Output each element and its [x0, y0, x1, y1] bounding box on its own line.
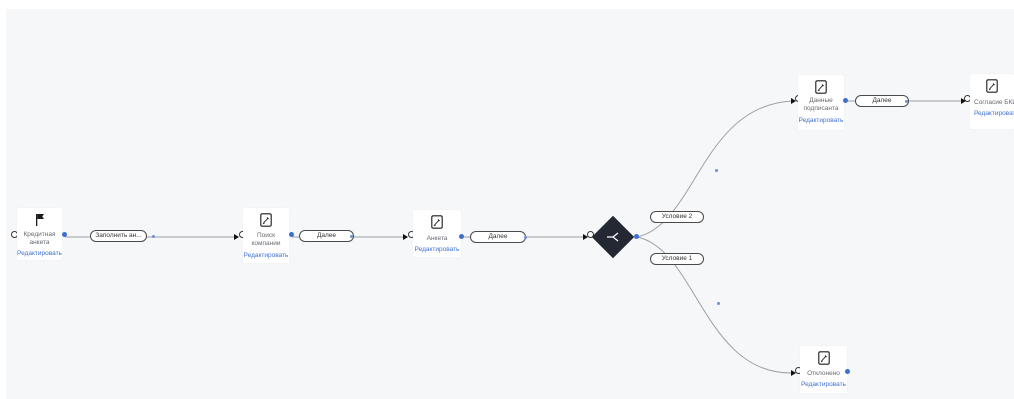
arrow-head — [583, 234, 588, 240]
node-credit-application[interactable]: Кредитная анкета Редактировать — [17, 208, 62, 260]
connector-midpoint — [152, 235, 155, 238]
signer-output-port[interactable] — [843, 98, 848, 103]
connection-lines — [65, 100, 961, 374]
gateway-output-port[interactable] — [634, 234, 639, 239]
arrow-head — [961, 98, 966, 104]
form-icon — [817, 351, 830, 365]
node-title: Анкета — [426, 235, 448, 242]
node-bki-consent[interactable]: Согласие БКИ Редактировать — [970, 74, 1014, 129]
flag-icon — [35, 214, 44, 226]
form-icon — [431, 215, 443, 229]
connector-midpoint — [715, 169, 718, 172]
arrow-head — [791, 370, 796, 376]
form-output-port[interactable] — [459, 234, 464, 239]
connector-gateway-signer — [636, 100, 793, 238]
form-icon — [986, 79, 998, 93]
rejected-output-port[interactable] — [845, 369, 850, 374]
edit-link[interactable]: Редактировать — [17, 250, 62, 257]
transition-condition-1[interactable]: Условие 1 — [650, 253, 704, 265]
node-title: Согласие БКИ — [974, 99, 1014, 106]
edit-link[interactable]: Редактировать — [974, 110, 1014, 117]
arrow-head — [403, 234, 408, 240]
connector-midpoint — [524, 236, 527, 239]
node-title: Данные подписанта — [803, 97, 839, 112]
edit-link[interactable]: Редактировать — [414, 246, 460, 253]
node-title: Поиск компании — [251, 232, 281, 247]
search-output-port[interactable] — [289, 232, 294, 237]
form-icon — [815, 80, 827, 94]
connector-gateway-rejected — [636, 236, 793, 374]
transition-next-2[interactable]: Далее — [470, 231, 526, 243]
edit-link[interactable]: Редактировать — [801, 381, 846, 388]
node-signer-data[interactable]: Данные подписанта Редактировать — [798, 75, 844, 130]
arrow-head — [791, 98, 796, 104]
edit-link[interactable]: Редактировать — [243, 252, 289, 259]
transition-condition-2[interactable]: Условие 2 — [650, 211, 704, 223]
node-questionnaire[interactable]: Анкета Редактировать — [413, 210, 461, 257]
branch-icon — [607, 232, 619, 242]
node-title: Отклонено — [807, 370, 840, 377]
workflow-canvas[interactable]: Кредитная анкета Редактировать Заполнить… — [6, 9, 1014, 399]
node-rejected[interactable]: Отклонено Редактировать — [800, 346, 847, 393]
form-icon — [260, 213, 272, 227]
transition-next-3[interactable]: Далее — [855, 95, 909, 107]
node-title: Кредитная анкета — [23, 231, 56, 246]
edit-link[interactable]: Редактировать — [798, 117, 844, 124]
credit-output-port[interactable] — [62, 232, 67, 237]
node-company-search[interactable]: Поиск компании Редактировать — [243, 208, 289, 263]
connector-midpoint — [350, 235, 353, 238]
connector-midpoint — [905, 100, 908, 103]
connector-midpoint — [717, 302, 720, 305]
arrow-head — [234, 234, 239, 240]
transition-next-1[interactable]: Далее — [299, 230, 354, 242]
transition-fill-form[interactable]: Заполнить ан... — [90, 230, 147, 242]
